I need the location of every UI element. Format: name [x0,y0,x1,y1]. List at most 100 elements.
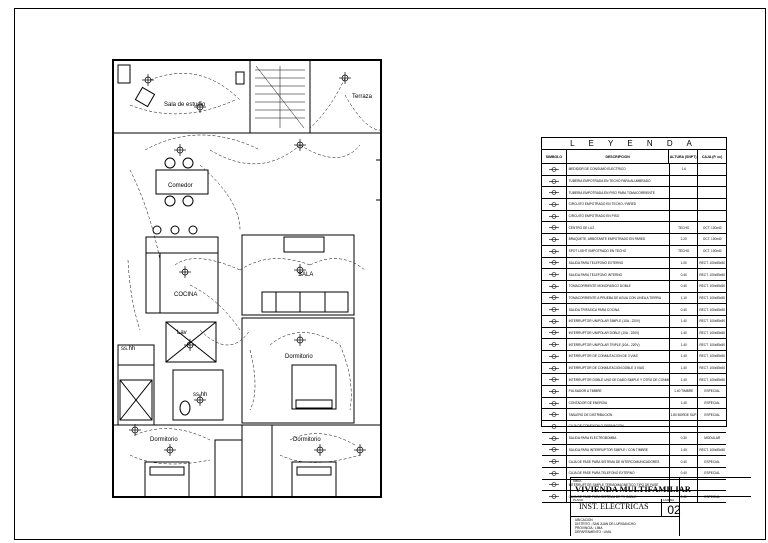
room-label-terraza: Terraza [352,94,373,100]
department: DEPARTAMENTO : LIMA [575,530,612,534]
legend-symbol-icon [542,164,567,175]
legend-description: INTERRUPTOR UNIPOLAR DOBLE (10A - 220V) [567,327,670,339]
legend-description: CENTRO DE LUZ [567,222,670,234]
legend-height: 1.40 [670,362,699,374]
legend-symbol-icon [542,304,567,315]
legend-symbol-icon [542,199,567,210]
legend-row: CIRCUITO EMPOTRADO EN TECHO / PARED [542,199,726,211]
legend-description: INTERRUPTOR DOBLE UNO DE DADO SIMPLE Y O… [567,374,670,386]
legend-symbol-icon [542,479,567,491]
legend-box: ESPECIAL [704,389,721,394]
legend-description: TUBERIA EMPOTRADA EN TECHO PARA ALUMBRAD… [567,175,670,187]
legend-symbol-icon [542,280,567,292]
legend-box [698,187,726,198]
legend-box: ESPECIAL [704,401,721,406]
legend-height [670,175,699,187]
legend-height: 1.40 [670,397,699,409]
legend-symbol-icon [542,339,567,350]
legend-row: CAJA DE CONEXION O DERIVACION [542,421,726,433]
room-label-cocina: COCINA [174,292,197,298]
legend-box [698,211,726,222]
legend-symbol-icon [542,374,567,386]
legend-height: 0.40 [670,269,699,280]
legend-box: RECT. 100x55x50 [699,354,726,359]
legend-symbol-icon [542,292,567,304]
legend-height: 1.40 [670,351,699,362]
legend-description: TUBERIA EMPOTRADA EN PISO PARA TOMACORRI… [567,187,670,199]
legend-symbol-icon [542,397,567,409]
legend-symbol-icon [542,467,567,479]
legend-row: SALIDA PARA INTERRUPTOR SIMPLE / CON TIM… [542,444,726,457]
legend-box: RECT. 100x55x50 [699,366,726,371]
legend-height: 0.40 [670,304,699,315]
legend-description: INTERRUPTOR UNIPOLAR SIMPLE (10A - 220V) [567,315,670,327]
legend-description: INTERRUPTOR UNIPOLAR TRIPLE (10A - 220V) [567,339,670,350]
legend-symbol-icon [542,222,567,234]
legend-header-row: SIMBOLO DESCRIPCION ALTURA (SNPT) CAJA (… [542,150,726,164]
legend-symbol-icon [542,421,567,432]
legend-box: RECT. 100x55x50 [699,284,726,289]
legend-box: RECT. 100x55x50 [699,447,726,452]
legend-box [698,421,726,432]
legend-height: 1.40 [670,374,699,386]
legend-symbol-icon [542,327,567,339]
legend-description: CIRCUITO EMPOTRADO EN TECHO / PARED [567,199,670,210]
legend-description: INTERRUPTOR DE CONMUTACION DOBLE 3 VIAS [567,362,670,374]
legend-height [670,199,699,210]
legend-description: PULSADOR A TIMBRE [567,386,670,397]
room-label-sala: SALA [298,272,313,278]
legend-box: RECT. 100x55x50 [699,272,726,277]
project-label: OBRA [573,479,582,483]
legend-row: CIRCUITO EMPOTRADO EN PISO [542,210,726,223]
legend-height: 1.40 TIMBRE [670,386,699,397]
legend-row: INTERRUPTOR UNIPOLAR DOBLE (10A - 220V)1… [542,327,726,340]
sheet-num-label: LAMINA [663,498,675,502]
legend-symbol-icon [542,234,567,245]
legend-height: 1.00 [670,257,699,269]
legend-description: SALIDA PARA TELEFONO INTERNO [567,269,670,280]
legend-height: 1.10 [670,292,699,304]
legend-row: CAJA DE PASE PARA SISTEMA DE INTERCOMUNI… [542,456,726,468]
room-label-lav: Lav [177,330,187,336]
legend-box: ESPECIAL [704,412,721,417]
legend-description: CIRCUITO EMPOTRADO EN PISO [567,210,670,222]
legend-height: TECHO [670,222,699,234]
legend-description: SALIDA TRIFASICA PARA COCINA [567,304,670,315]
legend-box: OCT. 100x40 [702,225,722,230]
legend-symbol-icon [542,175,567,187]
legend-symbol-icon [542,245,567,257]
legend-header-height: ALTURA (SNPT) [669,150,699,163]
legend-symbol-icon [542,210,567,222]
legend-height: 1.40 [670,327,699,339]
legend-height: 2.20 [670,234,699,245]
legend-height: 1.80 BORDE SUP. [670,409,699,421]
legend-height: TECHO [670,245,699,257]
legend-box: MODULAR [704,436,721,441]
legend-box [698,164,726,175]
legend-box: RECT. 100x55x50 [699,330,726,335]
legend-box: RECT. 100x55x50 [699,342,726,347]
legend-symbol-icon [542,432,567,444]
project-name: VIVIENDA MULTIFAMILIAR [575,484,691,494]
legend-header-box: CAJA (P. cc) [701,154,723,159]
legend-height: 0.40 [670,467,699,479]
room-label-dormitorio-2: Dormitorio [150,437,178,443]
legend-description: INTERRUPTOR DE CONMUTACION DE 3 VIAS [567,351,670,362]
legend-height: 1.40 [670,444,699,456]
legend-height: 1.6 [670,164,699,175]
legend-symbol-icon [542,257,567,269]
legend-box: RECT. 100x55x50 [699,319,726,324]
legend-box: OCT. 100x40 [702,249,722,254]
